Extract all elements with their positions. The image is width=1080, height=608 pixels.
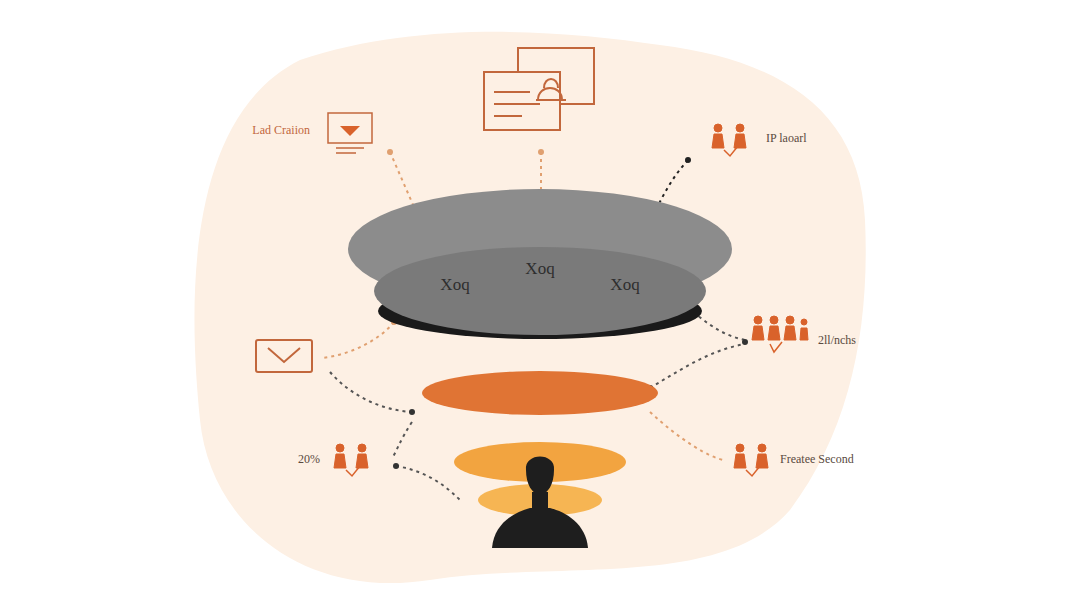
lead-icon [328, 113, 372, 153]
band-label: Xoq [525, 259, 554, 279]
inner-gray-ellipse [374, 247, 706, 335]
check-icon [256, 340, 312, 372]
funnel-top-ellipse: XoqXoqXoq [345, 185, 735, 345]
icon-label: Freatee Second [780, 452, 854, 467]
orange-band [422, 371, 658, 415]
band-label: Xoq [440, 275, 469, 295]
people-icons [334, 124, 808, 476]
band-label: Xoq [610, 275, 639, 295]
background-blob [194, 32, 865, 583]
person-silhouette [492, 457, 588, 549]
icon-label: IP laoarl [766, 131, 807, 146]
icon-label: 2ll/nchs [818, 333, 856, 348]
leader-lines [322, 152, 745, 500]
icon-label: 20% [298, 452, 320, 467]
document-icon [484, 48, 594, 130]
icon-label: Lad Craiion [252, 123, 310, 138]
